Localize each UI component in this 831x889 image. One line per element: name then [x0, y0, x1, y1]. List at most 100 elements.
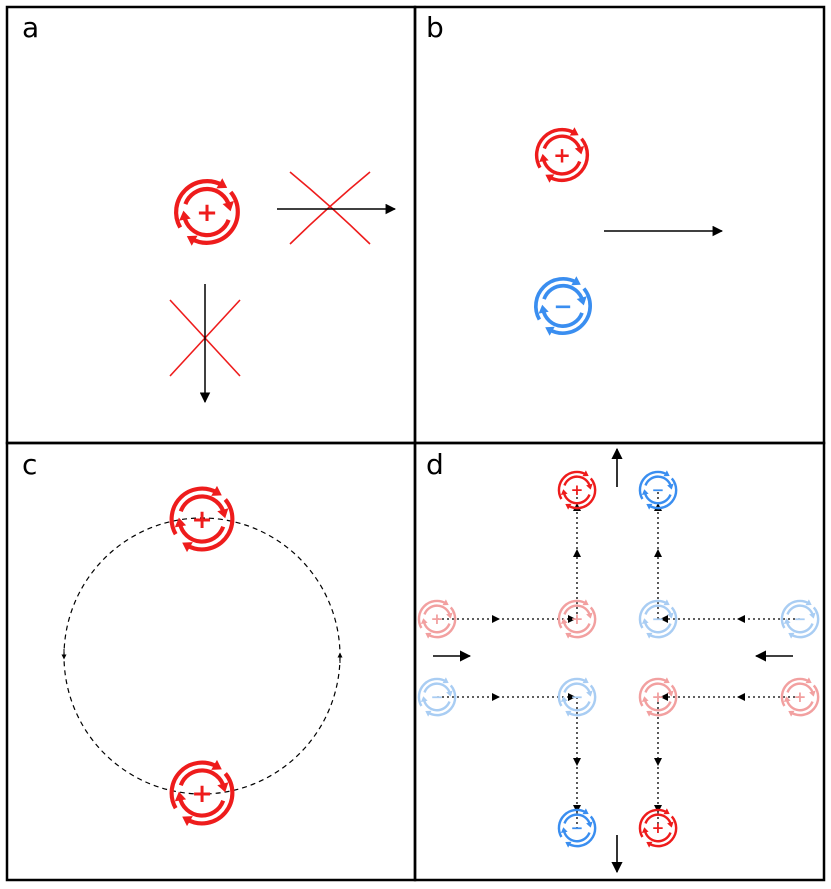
vortex-positive-icon: + — [638, 808, 678, 848]
vortex-arrowhead — [565, 710, 572, 717]
vortex-ring-arc — [190, 190, 240, 245]
arrow-icon — [492, 693, 500, 701]
vortex-negative-faded-icon: − — [780, 599, 820, 639]
vortex-ring-arc — [648, 815, 678, 848]
panel-a: + — [169, 171, 397, 404]
panel-label-d: d — [426, 448, 444, 481]
vortex-ring-arc — [644, 682, 673, 694]
cross-icon — [289, 171, 371, 245]
vortex-negative-icon: − — [638, 470, 678, 510]
vortex-arrowhead — [805, 599, 812, 606]
vortex-arrowhead — [663, 808, 670, 815]
vortex-arrowhead — [667, 483, 674, 490]
vortex-ring-arc — [567, 684, 597, 717]
vortex-negative-icon: − — [557, 808, 597, 848]
vortex-arrowhead — [646, 710, 653, 717]
trajectory-arrows — [492, 503, 745, 813]
vortex-ring-arc — [790, 684, 820, 717]
vortex-arrowhead — [565, 632, 572, 639]
vortex-ring-arc — [557, 470, 587, 500]
arrow-icon — [737, 615, 745, 623]
vortex-ring-arc — [567, 815, 597, 848]
vortex-ring-arc — [169, 486, 219, 536]
vortex-arrowhead — [545, 174, 555, 183]
vortex-arrowhead — [646, 632, 653, 639]
vortex-ring-arc — [790, 606, 820, 639]
vortex-ring-arc — [541, 157, 582, 176]
vortex-ring-arc — [648, 477, 678, 510]
vortex-positive-icon: + — [169, 485, 235, 553]
vortex-ring-arc — [422, 698, 451, 712]
vortex-sign-positive: + — [431, 610, 444, 628]
arrow-icon — [654, 758, 662, 766]
vortex-ring-arc — [643, 829, 672, 843]
vortex-arrowhead — [576, 296, 587, 306]
vortex-arrowhead — [571, 276, 581, 286]
panel-d: + − + + − − − − + + − + — [417, 447, 820, 874]
vortex-negative-faded-icon: − — [638, 599, 678, 639]
vortex-arrowhead — [641, 827, 649, 833]
vortex-sign-positive: + — [652, 819, 665, 837]
vortex-arrowhead — [446, 690, 453, 697]
vortex-positive-faded-icon: + — [780, 677, 820, 717]
vortex-arrowhead — [560, 489, 568, 495]
vortex-ring-arc — [780, 677, 810, 707]
vortex-sign-positive: + — [652, 688, 665, 706]
vortex-positive-icon: + — [534, 127, 590, 183]
vortex-ring-arc — [183, 186, 232, 207]
vortex-sign-positive: + — [191, 505, 212, 535]
trajectory-lines — [437, 490, 800, 828]
vortex-ring-arc — [423, 682, 452, 694]
vortex-arrowhead — [560, 827, 568, 833]
vortex-sign-negative: − — [794, 610, 807, 628]
vortex-sign-positive: + — [553, 143, 571, 168]
vortex-ring-arc — [423, 604, 452, 616]
vortex-arrowhead — [586, 612, 593, 619]
vortex-ring-arc — [541, 309, 584, 328]
vortex-arrowhead — [663, 599, 670, 606]
vortex-arrowhead — [420, 618, 428, 624]
panel-c: + + — [61, 485, 343, 827]
vortex-arrowhead — [667, 690, 674, 697]
vortex-arrowhead — [569, 127, 579, 136]
vortex-arrowhead — [805, 677, 812, 684]
vortex-ring-arc — [563, 604, 592, 616]
vortex-sign-negative: − — [571, 819, 584, 837]
vortex-ring-arc — [644, 604, 673, 616]
vortex-ring-arc — [563, 475, 592, 487]
vortex-arrowhead — [442, 599, 449, 606]
vortex-ring-arc — [785, 620, 814, 634]
vortex-ring-arc — [169, 760, 219, 810]
vortex-ring-arc — [185, 498, 235, 552]
vortex-arrowhead — [174, 517, 187, 528]
vortex-arrowhead — [582, 677, 589, 684]
vortex-sign-positive: + — [191, 779, 212, 809]
orbit-path — [63, 517, 341, 795]
vortex-ring-arc — [562, 620, 591, 634]
panel-d-frame — [413, 441, 826, 882]
vortex-ring-arc — [638, 808, 668, 838]
vortex-ring-arc — [563, 682, 592, 694]
vortex-ring-arc — [562, 698, 591, 712]
vortex-ring-arc — [427, 606, 457, 639]
vortex-arrowhead — [442, 677, 449, 684]
vortex-ring-arc — [567, 477, 597, 510]
vortex-arrowhead — [586, 690, 593, 697]
panel-label-a: a — [22, 11, 40, 44]
vortex-arrowhead — [646, 841, 653, 848]
vortex-ring-arc — [785, 698, 814, 712]
vortex-ring-arc — [643, 620, 672, 634]
vortex-sign-positive: + — [571, 610, 584, 628]
vortex-arrowhead — [574, 146, 585, 155]
vortex-ring-arc — [178, 768, 226, 788]
vortex-ring-arc — [562, 491, 591, 505]
vortex-ring-arc — [534, 277, 578, 321]
vortex-arrowhead — [586, 821, 593, 828]
vortex-ring-arc — [548, 287, 592, 335]
vortex-ring-arc — [174, 179, 224, 229]
vortex-ring-arc — [638, 677, 668, 707]
vortex-positive-icon: + — [174, 178, 240, 246]
vortex-ring-arc — [567, 606, 597, 639]
vortex-ring-arc — [643, 491, 672, 505]
vortex-arrowhead — [211, 485, 222, 496]
